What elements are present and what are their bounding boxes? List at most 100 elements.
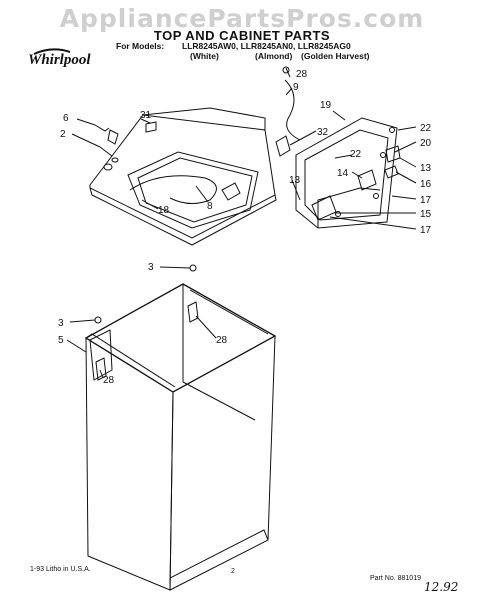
leader-line (76, 118, 96, 126)
callout-label: 3 (148, 262, 154, 273)
leader-line (71, 133, 101, 148)
rear-clip (385, 145, 401, 163)
leader-line (351, 171, 363, 179)
watermark: AppliancePartsPros.com (59, 4, 425, 33)
console-back-edge (142, 107, 266, 130)
cabinet-base-trim (169, 529, 269, 590)
brand-swoosh-icon (33, 48, 71, 55)
cabinet-corner-left (85, 333, 176, 388)
lid-opening (127, 151, 259, 229)
rear-screw (389, 127, 395, 133)
page-number: 2 (231, 568, 235, 575)
callout-label: 31 (140, 110, 152, 121)
leader-line (395, 171, 417, 184)
leader-line (329, 216, 417, 230)
cabinet-back-edge (182, 381, 256, 421)
leader-line (195, 185, 209, 203)
leader-line (391, 195, 417, 200)
rear-panel-brace (317, 187, 381, 228)
callout-label: 13 (420, 163, 432, 174)
lid-latch (221, 182, 241, 201)
cabinet-screw (94, 316, 102, 324)
hinge-pin (99, 146, 113, 157)
models-label: For Models: (116, 41, 165, 51)
leader-line (397, 126, 417, 131)
rear-screw (380, 152, 386, 158)
leader-line (285, 67, 291, 78)
rear-screw (335, 211, 341, 217)
leader-line (332, 110, 346, 121)
cabinet-clip (187, 301, 199, 323)
brand-logo: Whirlpool (28, 52, 91, 68)
leader-line (399, 157, 417, 168)
leader-line (195, 315, 217, 339)
leader-line (334, 154, 353, 159)
part-number: Part No. 881019 (370, 575, 421, 582)
callout-label: 19 (320, 100, 332, 111)
leader-line (289, 130, 317, 146)
color-label: (Golden Harvest) (301, 51, 370, 61)
callout-label: 22 (420, 123, 432, 134)
cabinet-inner-flange (189, 289, 269, 335)
model-list: LLR8245AW0, LLR8245AN0, LLR8245AG0 (182, 41, 351, 51)
cabinet-clip (95, 357, 107, 381)
callout-label: 3 (58, 318, 64, 329)
cabinet-screw (189, 264, 197, 272)
callout-label: 17 (420, 195, 432, 206)
cabinet-side-bracket (89, 329, 113, 381)
cabinet-top-rim (84, 283, 277, 393)
callout-label: 8 (207, 201, 213, 212)
top-panel-front-edge (89, 187, 277, 246)
callout-label: 13 (289, 175, 301, 186)
cabinet-front-left (85, 337, 174, 591)
callout-label: 17 (420, 225, 432, 236)
callout-labels: 28 9 19 6 31 32 22 20 2 22 13 13 14 16 1… (58, 69, 432, 386)
callout-label: 22 (350, 149, 362, 160)
callout-label: 14 (337, 168, 349, 179)
model-number: LLR8245AW0, (182, 41, 239, 51)
rear-clip (384, 165, 399, 179)
leader-line (141, 199, 159, 210)
color-label: (Almond) (255, 51, 293, 61)
leader-line (159, 266, 191, 269)
model-number: LLR8245AG0 (297, 41, 351, 51)
callout-label: 18 (158, 205, 170, 216)
leader-line (69, 319, 96, 323)
rear-panel-frame (295, 117, 398, 229)
page-title: TOP AND CABINET PARTS (153, 28, 331, 43)
leader-line (285, 87, 293, 96)
leader-line (291, 179, 301, 201)
callout-label: 2 (60, 129, 66, 140)
harness-screw (282, 66, 290, 74)
leader-line (66, 339, 87, 353)
lid-opening-inner (137, 157, 253, 223)
callout-label: 28 (296, 69, 308, 80)
callout-label: 9 (293, 82, 299, 93)
clip-31 (145, 121, 157, 133)
litho-note: 1-93 Litho in U.S.A. (30, 566, 91, 573)
lid-hinge-hole (111, 157, 119, 163)
model-number: LLR8245AN0, (240, 41, 296, 51)
lid-hinge-hole (103, 163, 113, 171)
callout-label: 6 (63, 113, 69, 124)
rear-screw (373, 193, 379, 199)
hose-bracket (311, 195, 337, 221)
callout-label: 16 (420, 179, 432, 190)
cabinet-front-right (169, 335, 276, 591)
callout-label: 32 (317, 127, 329, 138)
callout-label: 28 (103, 375, 115, 386)
leader-line (394, 141, 417, 153)
leader-line (140, 118, 151, 124)
callout-label: 5 (58, 335, 64, 346)
handwritten-note: 12.92 (424, 580, 459, 594)
leader-line (99, 369, 104, 379)
callout-label: 15 (420, 209, 432, 220)
rear-hinge (357, 169, 377, 191)
hinge-bracket (107, 129, 119, 145)
callout-label: 20 (420, 138, 432, 149)
callout-label: 28 (216, 335, 228, 346)
rear-panel-inner (304, 129, 389, 221)
hinge-screw (94, 124, 110, 132)
color-label: (White) (190, 51, 219, 61)
